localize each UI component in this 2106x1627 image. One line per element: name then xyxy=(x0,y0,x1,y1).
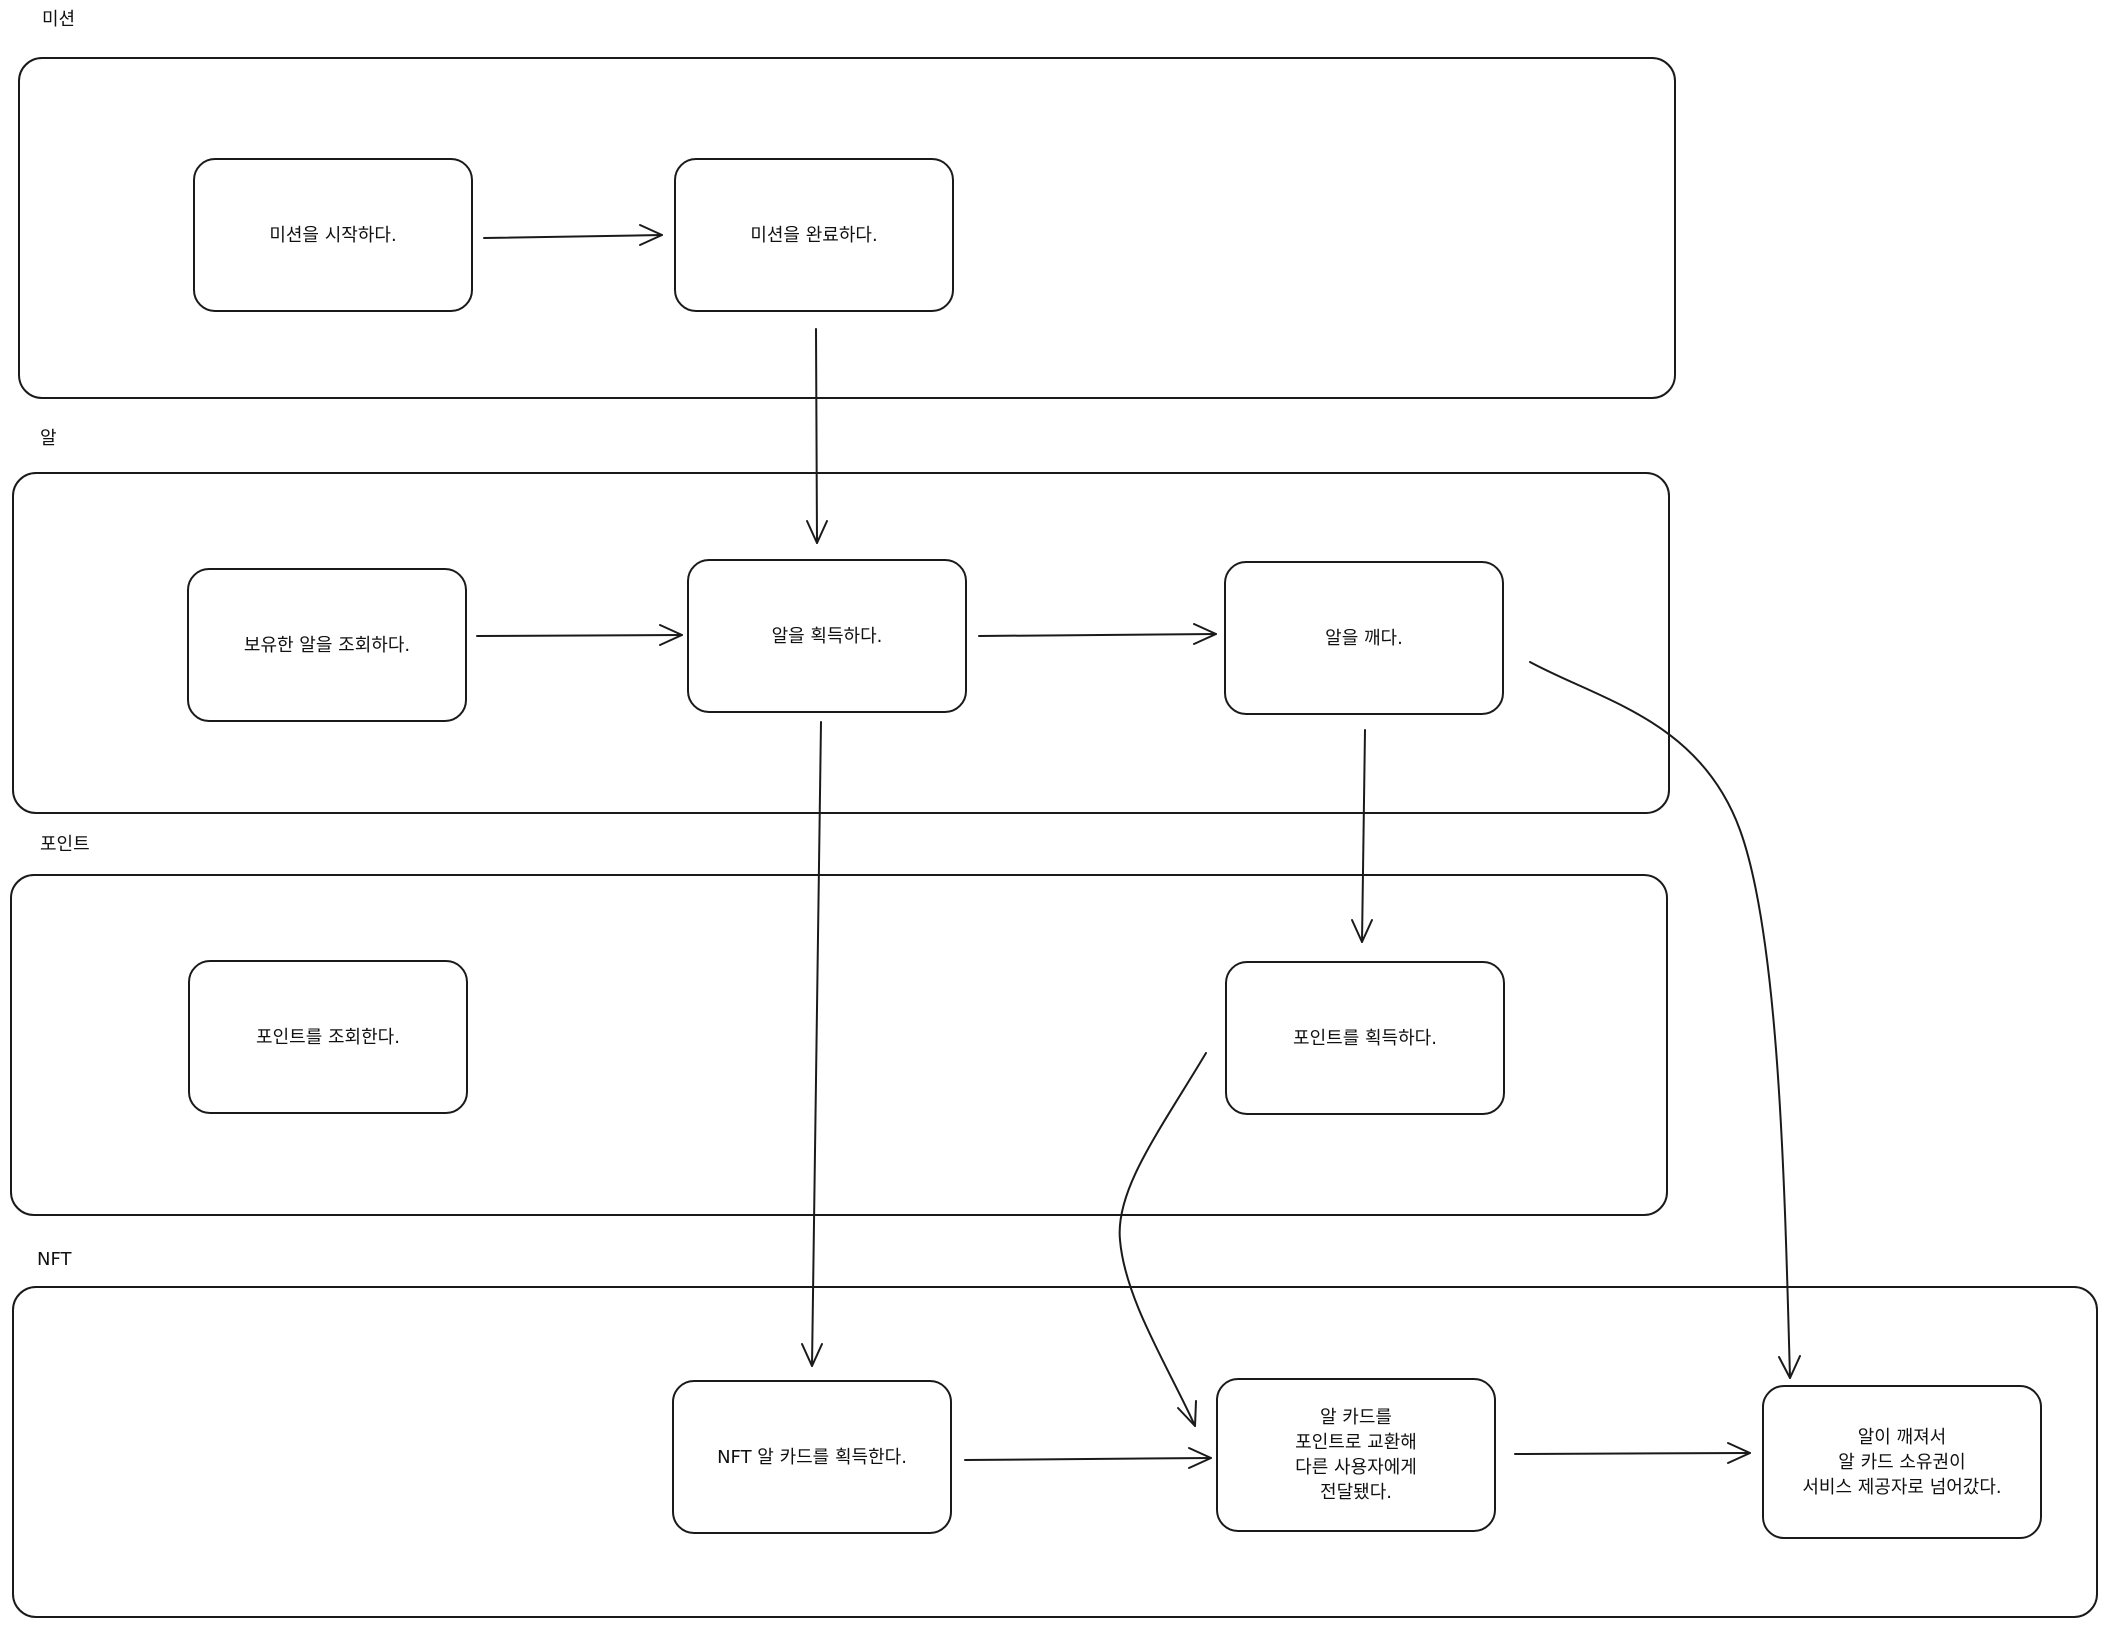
edge-acquire-egg-to-nft xyxy=(811,721,822,1367)
arrowhead-hatch-to-points xyxy=(1351,919,1373,943)
arrowhead-complete-to-acquire-egg xyxy=(806,520,828,544)
lane-mission xyxy=(18,57,1676,399)
node-acquire-egg[interactable]: 알을 획득하다. xyxy=(687,559,967,713)
edge-transferred-to-provider xyxy=(1514,1452,1751,1455)
arrowhead-transferred-to-provider xyxy=(1727,1442,1751,1464)
node-view-points[interactable]: 포인트를 조회한다. xyxy=(188,960,468,1114)
edge-points-to-transferred xyxy=(1118,1052,1207,1427)
edge-acquire-to-hatch xyxy=(978,633,1217,637)
node-hatch-egg[interactable]: 알을 깨다. xyxy=(1224,561,1504,715)
edge-view-eggs-to-acquire-egg xyxy=(476,634,683,637)
arrowhead-view-eggs-to-acquire-egg xyxy=(659,624,683,646)
lane-point xyxy=(10,874,1668,1216)
lane-label-point: 포인트 xyxy=(40,834,90,855)
lane-label-mission: 미션 xyxy=(42,9,76,30)
node-acquire-nft-card[interactable]: NFT 알 카드를 획득한다. xyxy=(672,1380,952,1534)
arrowhead-acquire-to-hatch xyxy=(1193,623,1217,645)
arrowhead-hatch-to-provider xyxy=(1778,1355,1801,1379)
node-complete-mission[interactable]: 미션을 완료하다. xyxy=(674,158,954,312)
edge-hatch-to-points xyxy=(1361,729,1366,943)
node-view-eggs[interactable]: 보유한 알을 조회하다. xyxy=(187,568,467,722)
lane-egg xyxy=(12,472,1670,814)
lane-label-nft: NFT xyxy=(37,1249,72,1270)
node-ownership-to-provider[interactable]: 알이 깨져서 알 카드 소유권이 서비스 제공자로 넘어갔다. xyxy=(1762,1385,2042,1539)
node-acquire-points[interactable]: 포인트를 획득하다. xyxy=(1225,961,1505,1115)
node-card-transferred[interactable]: 알 카드를 포인트로 교환해 다른 사용자에게 전달됐다. xyxy=(1216,1378,1496,1532)
lane-nft xyxy=(12,1286,2098,1618)
arrowhead-nft-to-transferred xyxy=(1188,1447,1212,1469)
arrowhead-start-to-complete xyxy=(639,224,663,246)
arrowhead-acquire-egg-to-nft xyxy=(801,1343,823,1367)
edge-hatch-to-provider xyxy=(1529,661,1791,1379)
lane-label-egg: 알 xyxy=(40,428,57,449)
node-start-mission[interactable]: 미션을 시작하다. xyxy=(193,158,473,312)
edge-start-to-complete xyxy=(483,234,663,239)
edge-complete-to-acquire-egg xyxy=(815,328,818,544)
arrowhead-points-to-transferred xyxy=(1177,1400,1197,1427)
edge-nft-to-transferred xyxy=(964,1457,1212,1461)
